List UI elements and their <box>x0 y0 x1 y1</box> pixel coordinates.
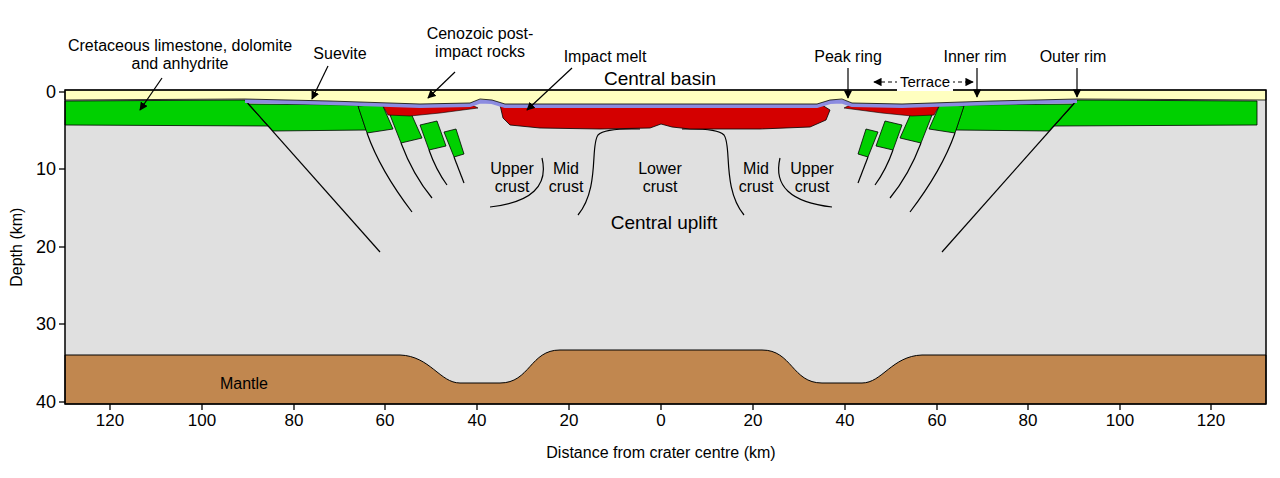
axis-tick-label: 30 <box>36 314 56 335</box>
feature-label: Terrace <box>897 73 953 90</box>
axis-tick-label: 60 <box>376 411 395 431</box>
axis-tick-label: 80 <box>1019 411 1038 431</box>
axis-tick-label: 10 <box>36 159 56 180</box>
axis-tick-label: 120 <box>1197 411 1225 431</box>
axis-tick-label: 20 <box>744 411 763 431</box>
axis-tick-label: 60 <box>928 411 947 431</box>
axis-tick-label: 20 <box>560 411 579 431</box>
rock-unit-label: Impact melt <box>564 48 647 66</box>
axis-tick-label: 0 <box>46 82 56 103</box>
axis-tick-label: 40 <box>36 392 56 413</box>
region-label: Central uplift <box>611 212 718 234</box>
layer-label: Mantle <box>220 375 268 393</box>
feature-label: Inner rim <box>943 48 1006 66</box>
rock-unit-label: Cretaceous limestone, dolomite and anhyd… <box>65 37 295 74</box>
crust-label: Lower crust <box>634 160 686 197</box>
rock-unit-label: Suevite <box>313 45 366 63</box>
axis-tick-label: 20 <box>36 237 56 258</box>
feature-label: Outer rim <box>1040 48 1107 66</box>
axis-tick-label: 100 <box>188 411 216 431</box>
crust-label: Upper crust <box>486 160 538 197</box>
crust-label: Mid crust <box>736 160 776 197</box>
crust-label: Mid crust <box>546 160 586 197</box>
axis-tick-label: 120 <box>96 411 124 431</box>
axis-tick-label: 0 <box>656 411 665 431</box>
feature-label: Peak ring <box>814 48 882 66</box>
crust-label: Upper crust <box>786 160 838 197</box>
axis-tick-label: 40 <box>836 411 855 431</box>
axis-tick-label: 40 <box>468 411 487 431</box>
axis-title: Depth (km) <box>9 207 27 286</box>
rock-unit-label: Cenozoic post-impact rocks <box>405 25 555 62</box>
axis-title: Distance from crater centre (km) <box>546 444 775 462</box>
axis-tick-label: 100 <box>1106 411 1134 431</box>
axis-tick-label: 80 <box>285 411 304 431</box>
region-label: Central basin <box>604 68 716 90</box>
